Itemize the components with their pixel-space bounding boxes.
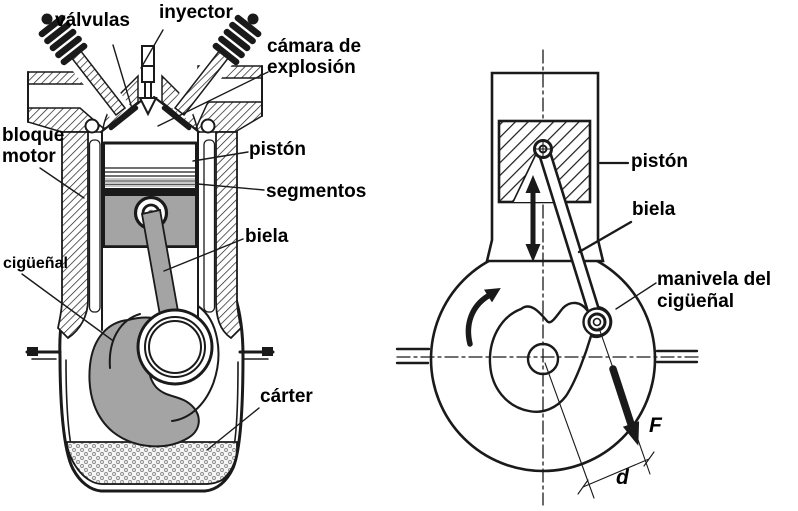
engine-cross-section <box>21 13 275 493</box>
label-distance-d: d <box>616 466 629 489</box>
label-valvulas: válvulas <box>55 10 130 31</box>
injector-icon <box>138 45 158 117</box>
crank-mechanism <box>395 49 701 506</box>
leader-lines-right <box>577 161 657 310</box>
label-carter: cárter <box>260 386 313 407</box>
valve-spring-left-icon <box>38 13 88 66</box>
label-ciguenal: cigüeñal <box>3 255 68 272</box>
label-piston-left: pistón <box>249 139 306 160</box>
label-manivela-del-ciguenal: manivela del cigüeñal <box>657 269 772 312</box>
label-biela-left: biela <box>245 226 289 247</box>
stroke-direction-arrow-icon <box>525 175 541 262</box>
leader-lines-left <box>21 29 269 451</box>
piston-pin-right <box>533 139 553 159</box>
label-bloque-motor: bloque motor <box>2 125 65 167</box>
shaft-stubs <box>395 347 699 365</box>
label-inyector: inyector <box>159 2 233 23</box>
engine-block-walls <box>57 131 242 340</box>
label-piston-right: pistón <box>631 151 688 172</box>
label-segmentos: segmentos <box>266 181 367 202</box>
crank-cheek-line <box>108 313 141 369</box>
crank-cheek-line <box>171 305 220 422</box>
valve-right <box>161 13 262 134</box>
valve-spring-right-icon <box>212 13 262 66</box>
label-biela-right: biela <box>632 199 676 220</box>
valve-left <box>38 13 139 134</box>
lever-arm-dimension <box>544 327 655 499</box>
crank-pin <box>582 307 612 337</box>
piston-rings <box>105 188 195 196</box>
oil-sump <box>66 441 238 485</box>
label-force-f: F <box>649 414 662 437</box>
crankshaft-big-end <box>136 308 214 386</box>
combustion-chamber <box>101 97 199 143</box>
label-camara-de-explosion: cámara de explosión <box>267 36 362 78</box>
rotation-arrow-icon <box>465 288 501 347</box>
centerlines <box>396 49 701 506</box>
